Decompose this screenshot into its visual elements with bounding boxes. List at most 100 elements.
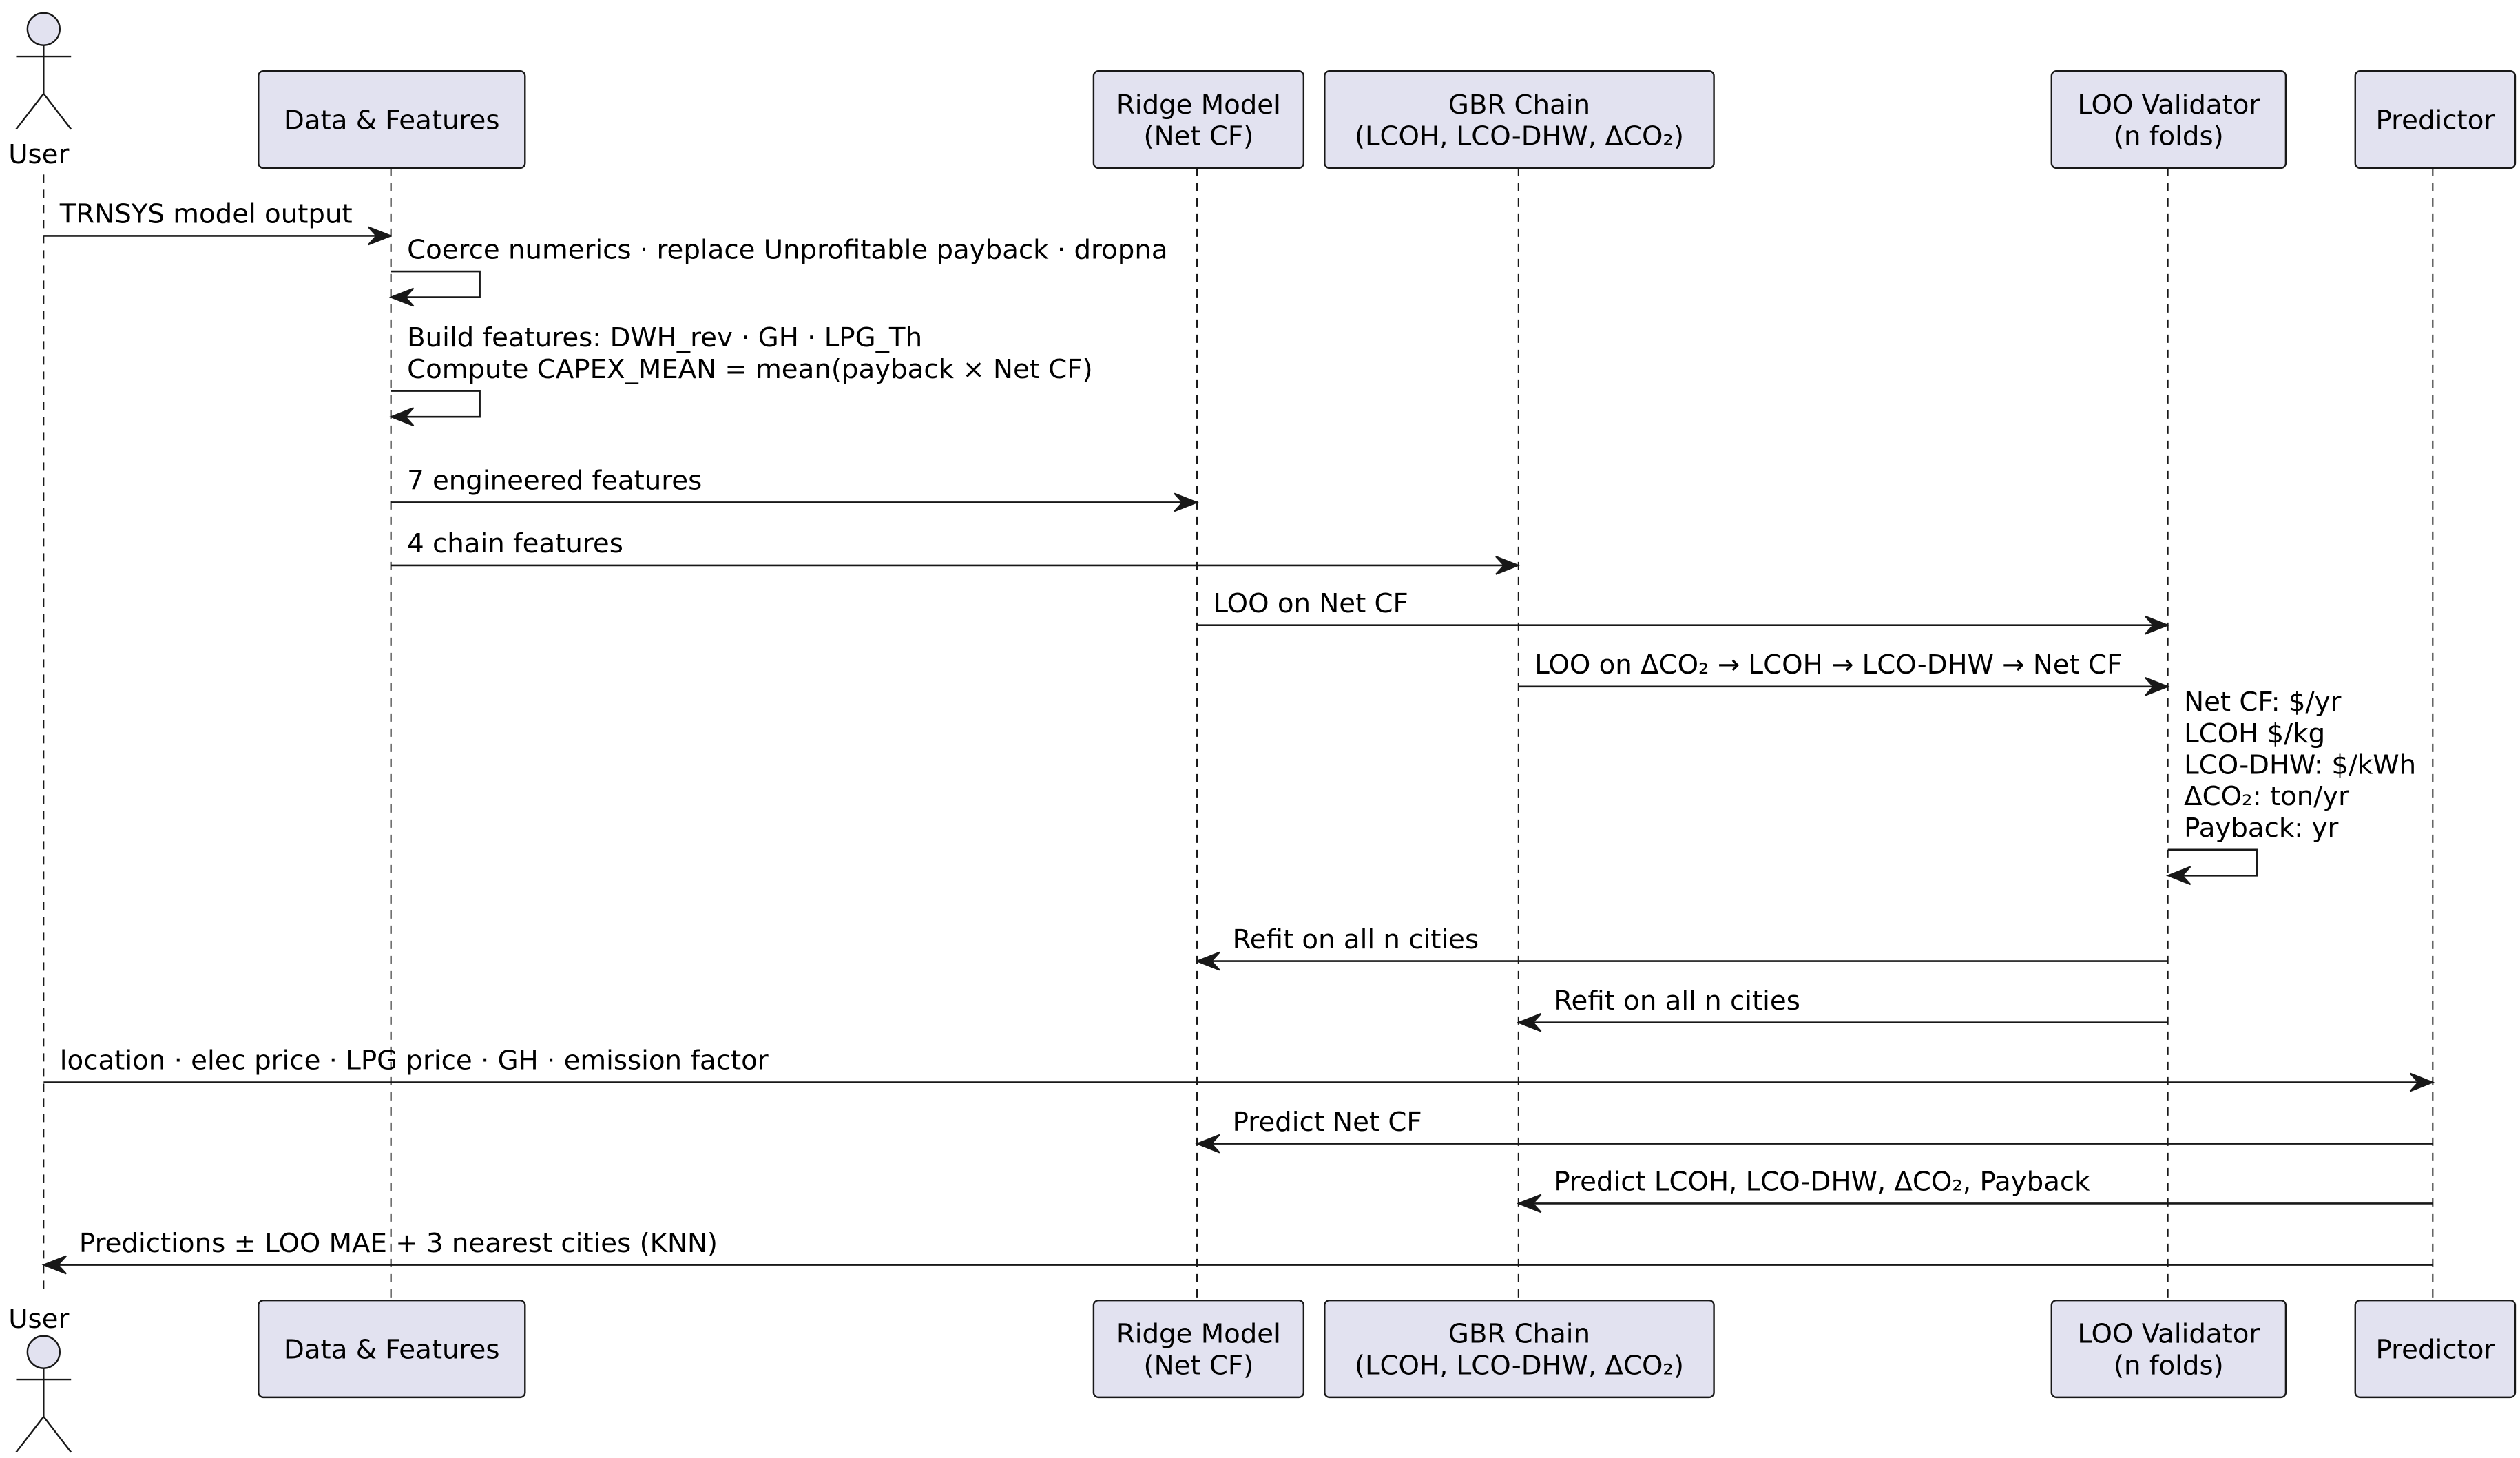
actor-user-bottom-label-line: User [8,1304,69,1335]
participant-pred-top-box [2354,70,2517,169]
self-message-arrow-8 [2167,848,2258,877]
message-label-3-line: Build features: DWH_rev · GH · LPG_Th [407,322,922,353]
arrowhead-8 [2165,866,2191,886]
arrowhead-3 [388,407,415,426]
message-label-12-line: Predict Net CF [1233,1107,1422,1138]
actor-leg-right [43,93,72,130]
participant-loo-top-label-line: LOO Validator [2077,90,2260,121]
actor-head [26,1335,61,1369]
participant-pred-top-label: Predictor [2375,105,2495,136]
participant-gbr-top-label-line: (LCOH, LCO-DHW, ΔCO₂) [1355,121,1684,152]
arrowhead-1 [368,226,393,246]
participant-gbr-bottom-label: GBR Chain(LCOH, LCO-DHW, ΔCO₂) [1355,1319,1684,1382]
arrowhead-11 [2409,1072,2435,1092]
message-label-14-line: Predictions ± LOO MAE + 3 nearest cities… [79,1228,718,1259]
message-label-9-line: Refit on all n cities [1233,924,1479,955]
participant-loo-top-box [2050,70,2287,169]
message-label-8-line: ΔCO₂: ton/yr [2184,781,2349,812]
arrowhead-6 [2145,615,2170,635]
arrowhead-14 [41,1255,67,1275]
message-label-9: Refit on all n cities [1233,924,1479,955]
arrowhead-12 [1195,1134,1220,1154]
actor-user-bottom-label: User [8,1304,69,1335]
participant-ridge-top-label-line: (Net CF) [1144,121,1254,152]
arrowhead-7 [2145,677,2170,696]
participant-ridge-bottom-label-line: Ridge Model [1116,1319,1281,1350]
message-label-1: TRNSYS model output [59,199,353,230]
participant-loo-bottom-label-line: (n folds) [2114,1350,2224,1381]
message-label-2-line: Coerce numerics · replace Unprofitable p… [407,234,1167,265]
message-label-2: Coerce numerics · replace Unprofitable p… [407,234,1167,265]
arrowhead-4 [1174,492,1199,512]
message-label-5: 4 chain features [407,528,623,559]
participant-gbr-top-label: GBR Chain(LCOH, LCO-DHW, ΔCO₂) [1355,90,1684,152]
arrowhead-5 [1495,556,1521,575]
participant-pred-bottom-label-line: Predictor [2375,1335,2495,1366]
message-label-6-line: LOO on Net CF [1213,588,1408,619]
participant-data-bottom-box [258,1299,526,1399]
participant-gbr-bottom-box [1324,1299,1715,1399]
message-label-13: Predict LCOH, LCO-DHW, ΔCO₂, Payback [1554,1167,2090,1198]
participant-data-bottom-label-line: Data & Features [284,1335,500,1366]
actor-head [26,12,61,46]
participant-ridge-top-box [1092,70,1305,169]
message-label-7-line: LOO on ΔCO₂ → LCOH → LCO-DHW → Net CF [1534,649,2122,680]
actor-user-top-label: User [8,139,69,170]
message-label-8-line: Payback: yr [2184,813,2338,844]
participant-gbr-bottom-label-line: (LCOH, LCO-DHW, ΔCO₂) [1355,1350,1684,1381]
message-label-8-line: Net CF: $/yr [2184,687,2341,718]
participant-pred-bottom-box [2354,1299,2517,1399]
message-label-6: LOO on Net CF [1213,588,1408,619]
message-label-10: Refit on all n cities [1554,986,1800,1017]
participant-ridge-top-label-line: Ridge Model [1116,90,1281,121]
participant-gbr-top-label-line: GBR Chain [1448,90,1590,121]
actor-user-bottom-icon [15,1335,72,1453]
message-label-3-line: Compute CAPEX_MEAN = mean(payback × Net … [407,354,1093,385]
message-label-8-line: LCOH $/kg [2184,718,2325,749]
self-message-arrow-3 [391,390,481,418]
message-label-4-line: 7 engineered features [407,466,702,497]
message-label-8-line: LCO-DHW: $/kWh [2184,750,2416,781]
arrowhead-13 [1517,1194,1542,1214]
participant-data-top-label: Data & Features [284,105,500,136]
participant-pred-top-label-line: Predictor [2375,105,2495,136]
participant-data-top-label-line: Data & Features [284,105,500,136]
participant-gbr-bottom-label-line: GBR Chain [1448,1319,1590,1350]
arrowhead-10 [1517,1012,1542,1032]
message-label-14: Predictions ± LOO MAE + 3 nearest cities… [79,1228,718,1259]
actor-leg-right [43,1416,72,1453]
participant-loo-bottom-label-line: LOO Validator [2077,1319,2260,1350]
message-label-11: location · elec price · LPG price · GH ·… [60,1045,769,1076]
participant-data-bottom-label: Data & Features [284,1335,500,1366]
participant-gbr-top-box [1324,70,1715,169]
participant-data-top-box [258,70,526,169]
message-label-7: LOO on ΔCO₂ → LCOH → LCO-DHW → Net CF [1534,649,2122,680]
participant-ridge-bottom-label: Ridge Model(Net CF) [1116,1319,1281,1382]
arrowhead-9 [1195,951,1220,971]
participant-loo-top-label-line: (n folds) [2114,121,2224,152]
message-label-4: 7 engineered features [407,466,702,497]
message-label-1-line: TRNSYS model output [59,199,353,230]
participant-ridge-bottom-box [1092,1299,1305,1399]
participant-ridge-top-label: Ridge Model(Net CF) [1116,90,1281,152]
message-label-13-line: Predict LCOH, LCO-DHW, ΔCO₂, Payback [1554,1167,2090,1198]
participant-loo-bottom-box [2050,1299,2287,1399]
participant-loo-bottom-label: LOO Validator(n folds) [2077,1319,2260,1382]
message-label-12: Predict Net CF [1233,1107,1422,1138]
actor-leg-left [15,1416,45,1453]
message-label-5-line: 4 chain features [407,528,623,559]
message-label-10-line: Refit on all n cities [1554,986,1800,1017]
arrowhead-2 [388,287,415,307]
participant-ridge-bottom-label-line: (Net CF) [1144,1350,1254,1381]
actor-user-top-label-line: User [8,139,69,170]
self-message-arrow-2 [391,270,481,298]
actor-leg-left [15,93,45,130]
participant-pred-bottom-label: Predictor [2375,1335,2495,1366]
participant-loo-top-label: LOO Validator(n folds) [2077,90,2260,152]
message-label-11-line: location · elec price · LPG price · GH ·… [60,1045,769,1076]
actor-user-top-icon [15,12,72,130]
